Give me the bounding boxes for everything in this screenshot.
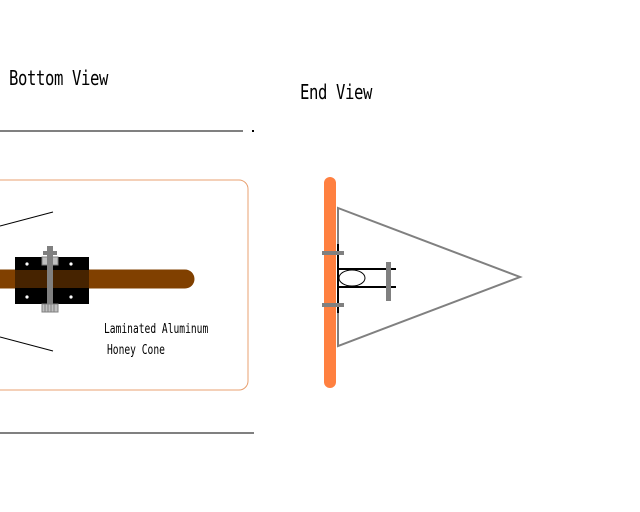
leader-line-lower — [0, 336, 54, 352]
bolt-shank — [47, 246, 53, 304]
bolt-thread — [41, 303, 59, 313]
plate-hole — [69, 295, 73, 299]
plate-hole — [25, 295, 29, 299]
boom-cross-section — [338, 269, 366, 287]
plate-hole — [69, 262, 73, 266]
material-label-line2: Honey Cone — [107, 343, 165, 358]
leader-line-upper — [0, 211, 54, 227]
material-label-line1: Laminated Aluminum — [104, 322, 209, 337]
boom-bar-left-end — [0, 269, 10, 289]
end-view-title: End View — [300, 80, 373, 104]
clamp-lower — [322, 303, 344, 307]
end-bolt — [386, 262, 391, 301]
clamp-upper — [322, 251, 344, 255]
bottom-view-title: le Bottom View — [0, 66, 109, 90]
bottom-view-rule-dot — [252, 130, 254, 132]
plate-hole — [25, 262, 29, 266]
